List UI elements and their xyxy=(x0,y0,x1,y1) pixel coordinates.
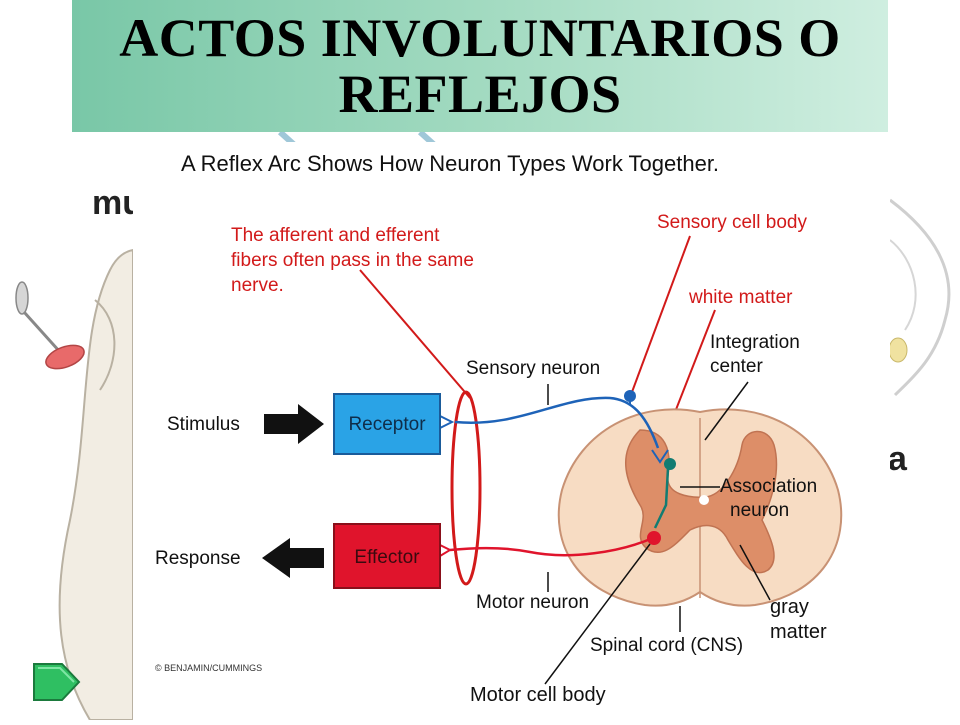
fiber-note-line-2: fibers often pass in the same xyxy=(231,250,474,271)
stimulus-label: Stimulus xyxy=(167,414,240,435)
note-pointer-line xyxy=(359,269,471,399)
copyright-credit: © BENJAMIN/CUMMINGS xyxy=(155,663,262,673)
white-matter-label: white matter xyxy=(688,287,793,308)
spinal-cord-label: Spinal cord (CNS) xyxy=(590,635,743,656)
effector-label: Effector xyxy=(354,547,420,568)
sensory-cell-pointer-line xyxy=(631,235,691,393)
gray-matter-label-1: gray xyxy=(770,596,809,618)
reflex-arc-figure: A Reflex Arc Shows How Neuron Types Work… xyxy=(155,151,843,706)
spinal-cord-cross-section xyxy=(557,408,843,607)
slide-title: ACTOS INVOLUNTARIOS O REFLEJOS xyxy=(119,10,841,122)
integration-center-label-1: Integration xyxy=(710,332,800,353)
association-neuron-label-1: Association xyxy=(720,476,817,497)
next-slide-arrow-icon[interactable] xyxy=(32,660,82,704)
effector-box xyxy=(333,523,441,589)
motor-neuron-label: Motor neuron xyxy=(476,592,589,613)
association-neuron-dot xyxy=(664,458,676,470)
sensory-neuron-path xyxy=(454,396,660,449)
diagram-heading: A Reflex Arc Shows How Neuron Types Work… xyxy=(181,151,719,176)
reflex-hammer-icon xyxy=(15,281,85,370)
gray-matter-label-2: matter xyxy=(770,621,827,643)
motor-neuron-path xyxy=(449,536,654,557)
fiber-note-line-3: nerve. xyxy=(231,275,284,296)
sensory-neuron-label: Sensory neuron xyxy=(466,358,600,379)
motor-cell-body-dot xyxy=(647,531,661,545)
association-neuron-label-2: neuron xyxy=(730,500,789,521)
sensory-cell-body-dot xyxy=(624,390,636,402)
receptor-box xyxy=(333,393,441,455)
background-text-right: a xyxy=(888,440,908,478)
nerve-outline xyxy=(450,390,482,586)
motor-cell-body-label: Motor cell body xyxy=(470,684,606,706)
response-arrow-icon xyxy=(262,538,324,578)
stimulus-arrow-icon xyxy=(264,404,324,444)
title-line-2: REFLEJOS xyxy=(338,64,622,124)
association-neuron-path xyxy=(653,467,670,529)
receptor-label: Receptor xyxy=(348,414,426,435)
reflex-arc-diagram: A Reflex Arc Shows How Neuron Types Work… xyxy=(133,142,890,720)
title-line-1: ACTOS INVOLUNTARIOS O xyxy=(119,8,841,68)
fiber-note-line-1: The afferent and efferent xyxy=(231,225,440,246)
response-label: Response xyxy=(155,548,241,569)
sensory-cell-body-label: Sensory cell body xyxy=(657,212,807,233)
integration-center-label-2: center xyxy=(710,356,763,377)
central-canal xyxy=(699,495,709,505)
title-banner: ACTOS INVOLUNTARIOS O REFLEJOS xyxy=(72,0,888,132)
